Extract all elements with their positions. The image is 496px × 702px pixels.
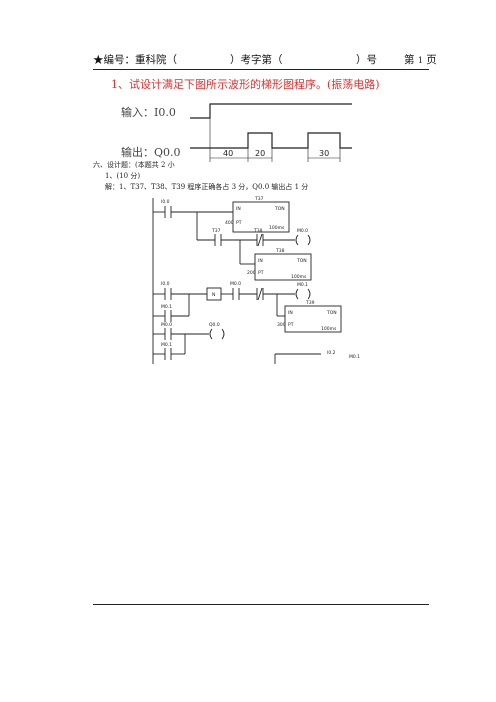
label-i00: I0.0 — [161, 199, 170, 205]
label-tail-right: M0.1 — [349, 354, 360, 360]
svg-text:IN: IN — [288, 310, 293, 316]
coil-m00 — [295, 234, 299, 246]
svg-text:TON: TON — [296, 258, 307, 264]
label-i00-b: I0.0 — [161, 281, 170, 287]
waveform-diagram: 40 20 30 — [190, 103, 352, 162]
label-q00-coil: Q0.0 — [209, 322, 220, 328]
svg-text:400: 400 — [225, 220, 234, 226]
timer-t37-box — [232, 201, 290, 233]
label-m01-b: M0.1 — [161, 342, 172, 348]
svg-text:100ms: 100ms — [291, 274, 307, 280]
label-m01: M0.1 — [161, 304, 172, 310]
label-m00-b: M0.0 — [161, 322, 172, 328]
svg-text:100ms: 100ms — [321, 326, 337, 332]
header-code-label: ★编号：重科院（ — [93, 54, 177, 66]
svg-text:PT: PT — [258, 270, 264, 276]
label-n: N — [212, 292, 215, 298]
svg-text:100ms: 100ms — [269, 225, 285, 231]
page-number: 1 — [417, 56, 423, 65]
svg-text:PT: PT — [236, 220, 242, 226]
label-t37: T37 — [254, 196, 264, 202]
label-t39: T39 — [305, 300, 315, 306]
timer-t38-box — [254, 253, 312, 281]
input-label: 输入：I0.0 — [121, 106, 176, 119]
answer-subquestion: 1、(10 分) — [105, 172, 141, 180]
header-page-indicator: 第 1 页 — [404, 54, 437, 66]
duration-40: 40 — [223, 149, 233, 158]
label-t38: T38 — [275, 248, 285, 254]
label-m00-coil: M0.0 — [297, 228, 308, 234]
output-waveform-line — [190, 132, 352, 149]
label-t37-contact: T37 — [211, 228, 221, 234]
svg-text:TON: TON — [274, 206, 285, 212]
svg-text:300: 300 — [277, 322, 286, 328]
coil-q00 — [209, 328, 213, 340]
svg-text:PT: PT — [288, 322, 294, 328]
answer-section-heading: 六、设计题：(本题共 2 小 — [93, 161, 175, 169]
label-t38-contact: T38 — [253, 228, 263, 234]
header-hao-label: ）号 — [356, 54, 377, 66]
svg-text:200: 200 — [247, 270, 256, 276]
coil-m01 — [295, 288, 299, 300]
label-m01-coil: M0.1 — [297, 282, 308, 288]
header-exam-label: ）考字第（ — [230, 54, 283, 66]
label-m00-contact: M0.0 — [230, 281, 241, 287]
output-label: 输出：Q0.0 — [121, 146, 181, 159]
svg-text:IN: IN — [258, 258, 263, 264]
duration-30: 30 — [319, 149, 329, 158]
ladder-diagram: I0.0 T37 IN TON 400 PT 100ms T37 T38 M0.… — [152, 196, 360, 364]
footer-rule — [93, 604, 429, 605]
header-rule — [93, 69, 429, 70]
svg-text:TON: TON — [326, 310, 337, 316]
answer-solution: 解：1、T37、T38、T39 程序正确各占 3 分，Q0.0 输出占 1 分 — [105, 183, 309, 191]
svg-text:IN: IN — [236, 206, 241, 212]
label-tail-left: I0.2 — [327, 350, 336, 356]
timer-t39-box — [284, 305, 342, 333]
question-title: 1、试设计满足下图所示波形的梯形图程序。(振荡电路) — [111, 78, 380, 91]
input-waveform-line — [190, 103, 352, 119]
duration-20: 20 — [255, 149, 265, 158]
